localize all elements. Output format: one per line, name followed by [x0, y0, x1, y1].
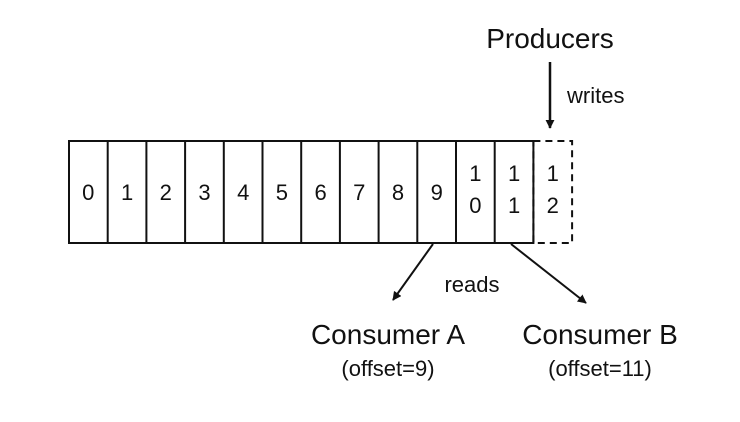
- log-cell-9: 9: [416, 141, 443, 243]
- reads-arrow-consumer-a: [392, 243, 434, 301]
- log-cell-offset-text: 7: [353, 180, 365, 205]
- producers-label: Producers: [486, 23, 614, 54]
- log-cell-offset-text: 9: [431, 180, 443, 205]
- log-cell-offset-text: 5: [276, 180, 288, 205]
- consumer-a-offset: (offset=9): [341, 356, 434, 381]
- reads-label: reads: [444, 272, 499, 297]
- consumer-a-name: Consumer A: [311, 319, 465, 350]
- log-cell-8: 8: [377, 141, 404, 243]
- log-cell-11: 11: [493, 141, 520, 243]
- log-cell-offset-text: 1: [508, 193, 520, 218]
- log-cell-offset-text: 8: [392, 180, 404, 205]
- log-cell-offset-text: 0: [82, 180, 94, 205]
- log-cell-border-dashed: [532, 140, 574, 244]
- log-cell-offset-text: 2: [160, 180, 172, 205]
- writes-label: writes: [566, 83, 624, 108]
- log-cell-10: 10: [455, 141, 482, 243]
- log-cell-7: 7: [338, 141, 365, 243]
- log-cell-0: 0: [82, 180, 94, 205]
- log-cell-12: 12: [532, 140, 574, 244]
- log-cell-offset-text: 3: [198, 180, 210, 205]
- log-cell-2: 2: [145, 141, 172, 243]
- log-cell-offset-text: 1: [121, 180, 133, 205]
- log-cell-4: 4: [222, 141, 249, 243]
- log-cell-6: 6: [300, 141, 327, 243]
- consumer-b-offset: (offset=11): [548, 356, 652, 381]
- reads-arrow-consumer-b: [510, 243, 587, 304]
- log-cell-offset-text: 1: [547, 161, 559, 186]
- consumer-b-name: Consumer B: [522, 319, 678, 350]
- log-cell-offset-text: 1: [508, 161, 520, 186]
- log-cell-3: 3: [184, 141, 211, 243]
- log-cell-offset-text: 2: [547, 193, 559, 218]
- log-cell-1: 1: [106, 141, 133, 243]
- log-cell-offset-text: 1: [469, 161, 481, 186]
- log-cell-offset-text: 0: [469, 193, 481, 218]
- log-cell-offset-text: 4: [237, 180, 249, 205]
- log-cell-5: 5: [261, 141, 288, 243]
- log-cell-offset-text: 6: [314, 180, 326, 205]
